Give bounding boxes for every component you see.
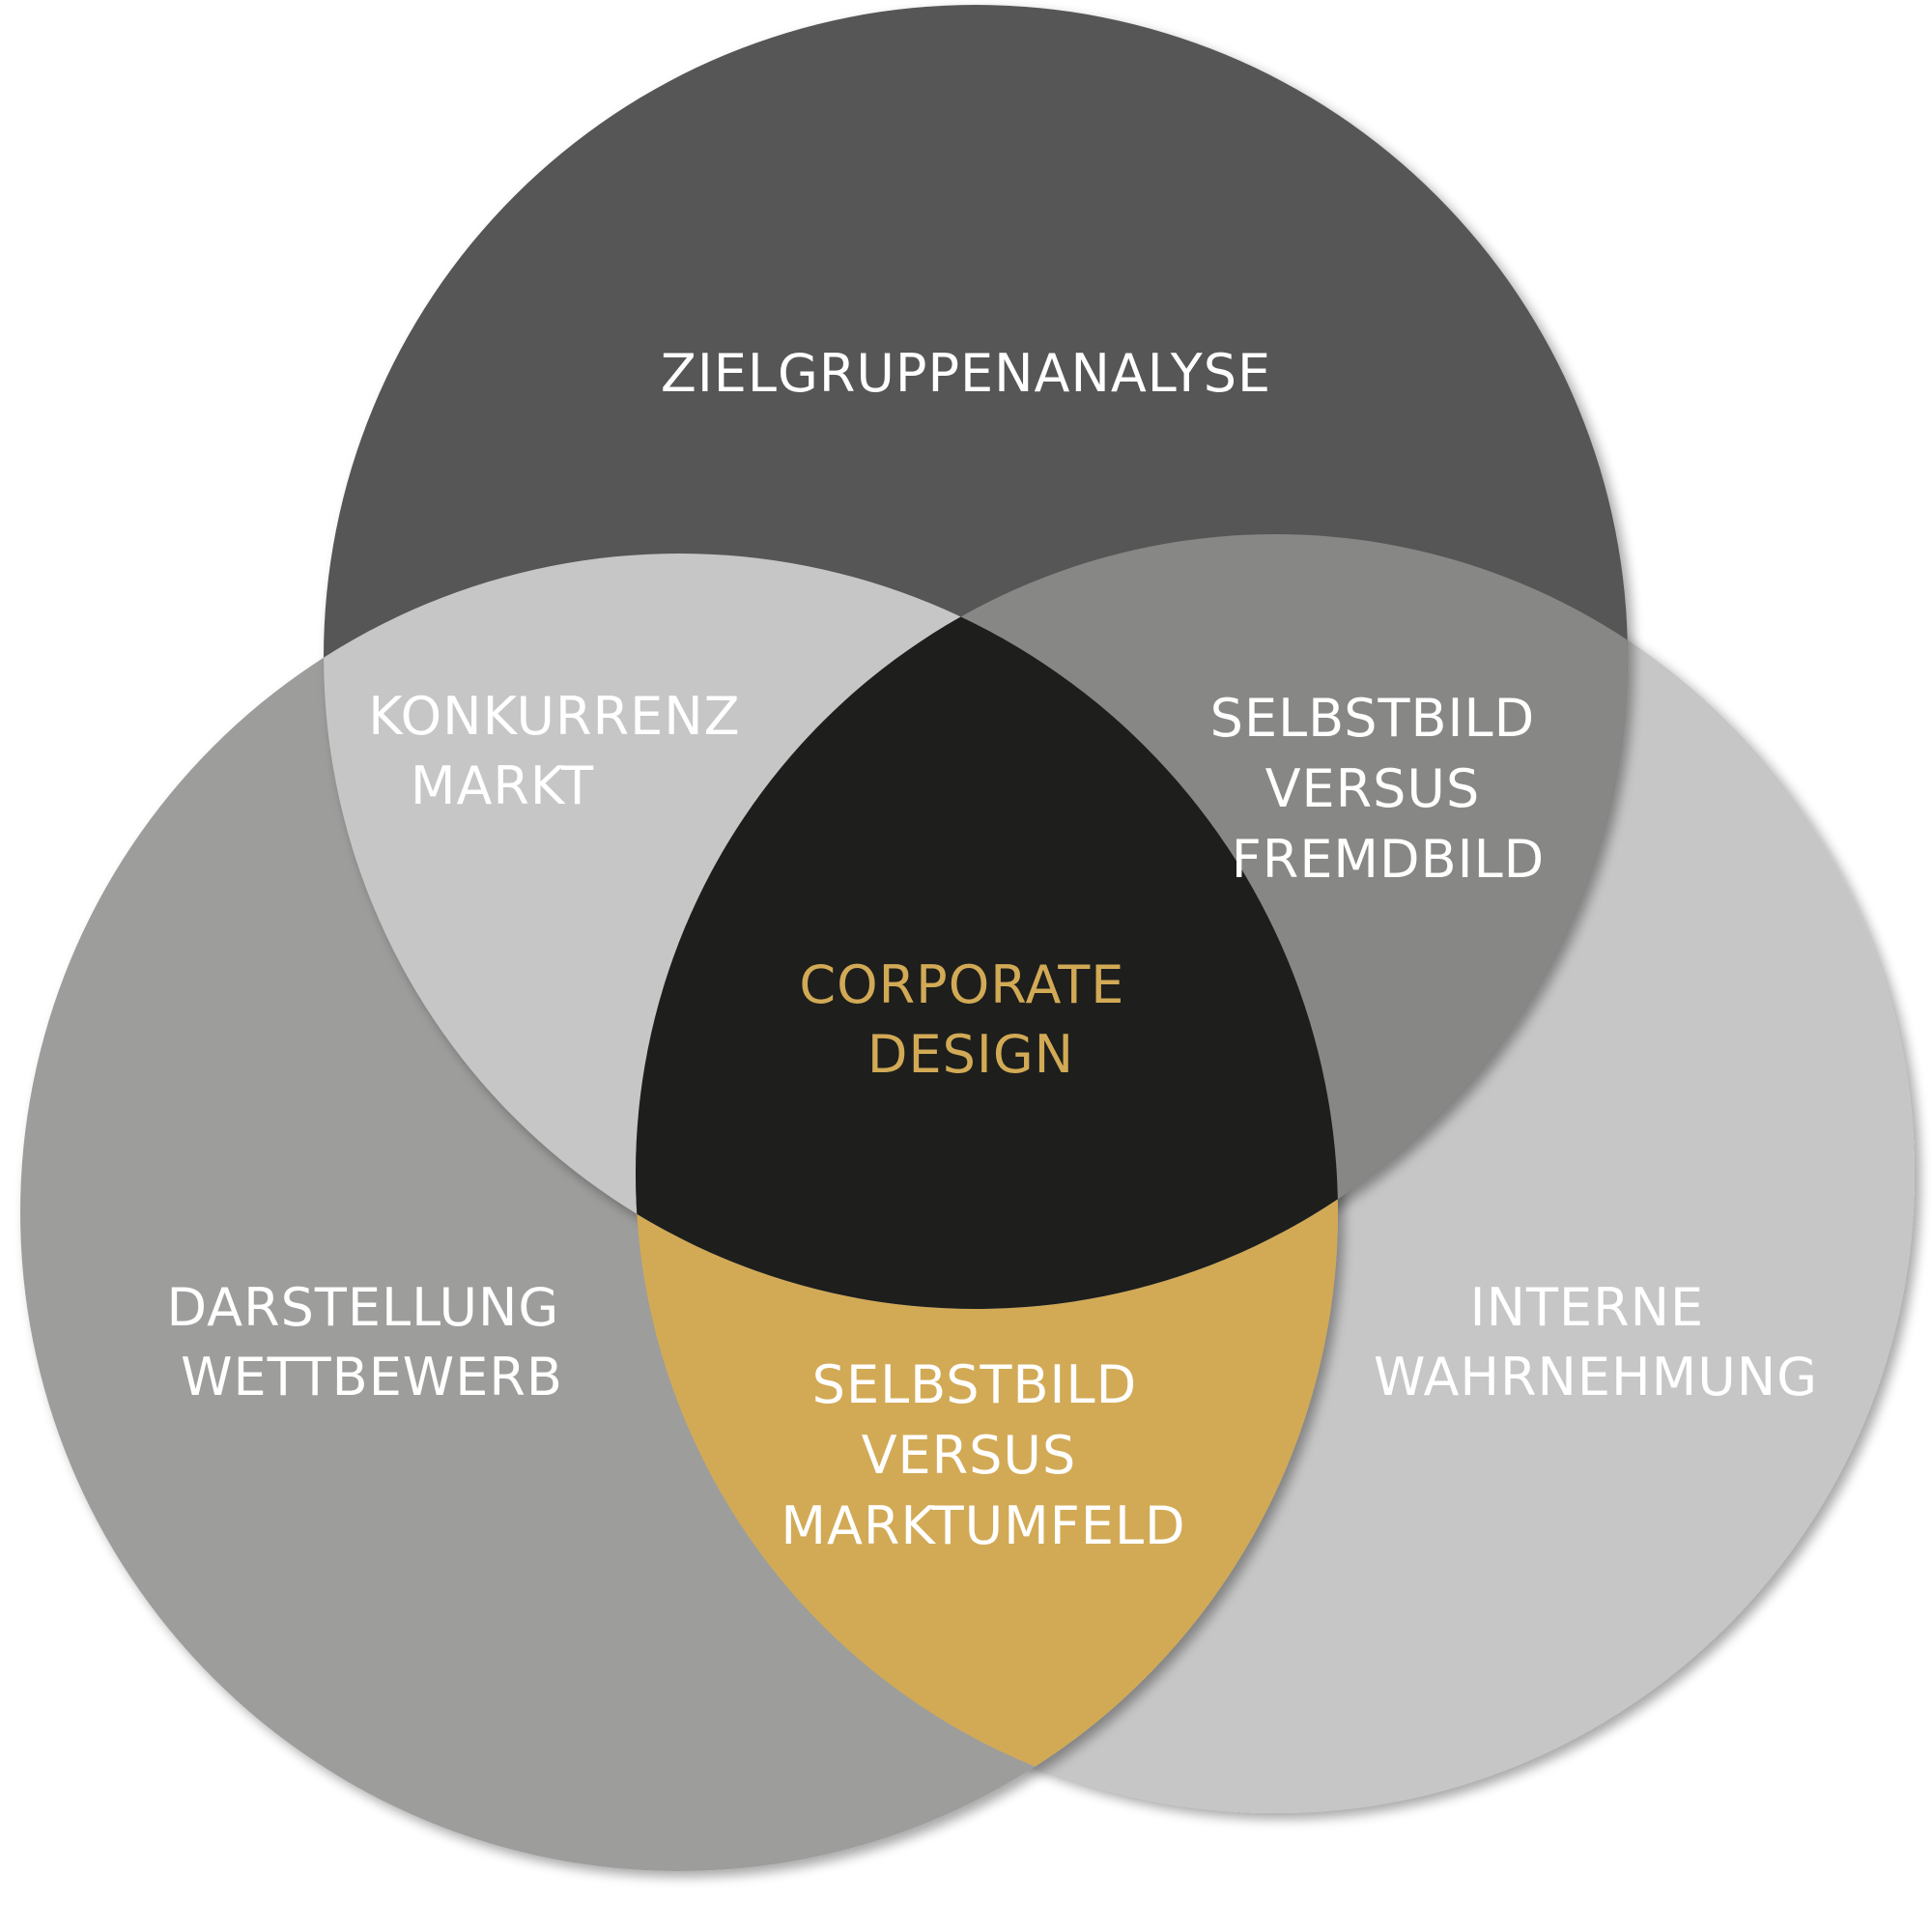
label-line: ZIELGRUPPENANALYSE bbox=[661, 343, 1271, 404]
label-konkurrenz-markt: KONKURRENZ MARKT bbox=[368, 686, 758, 816]
label-selbstbild-marktumfeld: SELBSTBILD VERSUS MARKTUMFELD bbox=[781, 1354, 1185, 1556]
label-interne-wahrnehmung: INTERNE WAHRNEHMUNG bbox=[1374, 1277, 1818, 1407]
label-line: MARKT bbox=[411, 755, 594, 816]
label-line: SELBSTBILD bbox=[812, 1354, 1137, 1415]
label-darstellung-wettbewerb: DARSTELLUNG WETTBEWERB bbox=[167, 1277, 578, 1407]
label-line: CORPORATE bbox=[799, 954, 1124, 1015]
label-line: INTERNE bbox=[1470, 1277, 1704, 1338]
label-line: MARKTUMFELD bbox=[781, 1495, 1185, 1556]
label-line: VERSUS bbox=[862, 1425, 1077, 1486]
label-line: SELBSTBILD bbox=[1210, 688, 1535, 749]
label-selbstbild-fremdbild: SELBSTBILD VERSUS FREMDBILD bbox=[1210, 688, 1553, 890]
label-line: VERSUS bbox=[1265, 758, 1481, 819]
venn-overlap-center bbox=[636, 554, 1338, 1309]
label-line: FREMDBILD bbox=[1232, 829, 1546, 890]
label-corporate-design: CORPORATE DESIGN bbox=[799, 954, 1142, 1085]
label-line: KONKURRENZ bbox=[368, 686, 740, 747]
label-line: WAHRNEHMUNG bbox=[1374, 1347, 1818, 1407]
label-line: DESIGN bbox=[867, 1024, 1074, 1085]
label-line: WETTBEWERB bbox=[181, 1347, 563, 1407]
label-line: DARSTELLUNG bbox=[167, 1277, 560, 1338]
label-zielgruppenanalyse: ZIELGRUPPENANALYSE bbox=[661, 343, 1271, 404]
